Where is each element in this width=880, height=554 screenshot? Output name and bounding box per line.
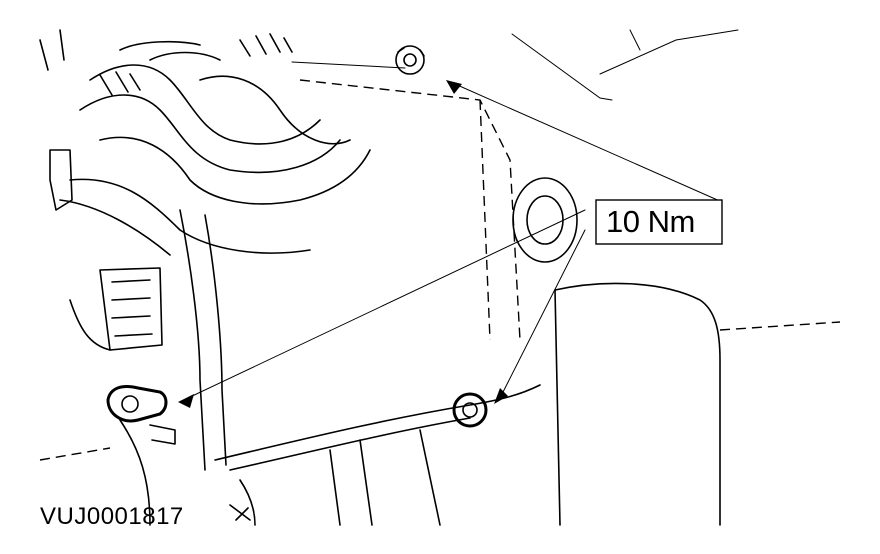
- mounting-boss-inner: [526, 195, 564, 245]
- figure-reference-code: VUJ0001817: [40, 503, 184, 530]
- arrowhead: [494, 388, 508, 404]
- lower-edge: [239, 479, 256, 526]
- clamp-ribs: [99, 71, 141, 96]
- hose-outline: [99, 136, 371, 205]
- bolt-top: [395, 45, 425, 75]
- small-mark: [229, 504, 251, 521]
- bolt-lower-right: [452, 392, 488, 428]
- side-panel-dash: [719, 321, 841, 331]
- lower-edge: [119, 419, 151, 526]
- module-lower-edge: [214, 384, 541, 461]
- torque-label: 10 Nm: [606, 204, 695, 239]
- electrical-connector: [99, 267, 163, 351]
- hose-outline: [119, 40, 201, 51]
- side-panel-edge: [554, 289, 561, 526]
- background-line: [599, 29, 739, 75]
- structure-edge: [204, 214, 227, 466]
- arrowhead: [446, 80, 462, 94]
- clamp-ribs: [239, 33, 293, 57]
- structure-edge: [179, 209, 206, 471]
- lower-structure: [329, 429, 441, 526]
- side-panel: [554, 282, 721, 526]
- mounting-boss: [512, 177, 578, 263]
- lower-dash: [39, 447, 111, 461]
- hose-outline: [149, 51, 221, 61]
- bolt-lower-left: [106, 385, 176, 445]
- module-housing-edge: [479, 99, 491, 341]
- arrowhead: [178, 394, 194, 408]
- connector-ribs: [111, 279, 153, 337]
- hose-outline: [69, 178, 311, 254]
- module-lower-edge: [229, 417, 471, 471]
- hose-outline: [89, 64, 321, 145]
- hose-outline: [59, 199, 171, 256]
- torque-leader-lines: [178, 61, 723, 408]
- left-bracket: [49, 149, 73, 211]
- hose-outline: [199, 75, 351, 145]
- background-line: [511, 33, 613, 101]
- bracket-edge: [39, 29, 65, 71]
- module-housing-outline: [299, 79, 521, 341]
- hose-outline: [79, 94, 341, 174]
- cable: [69, 299, 111, 351]
- torque-callout-box: [595, 199, 723, 245]
- background-line: [629, 29, 641, 51]
